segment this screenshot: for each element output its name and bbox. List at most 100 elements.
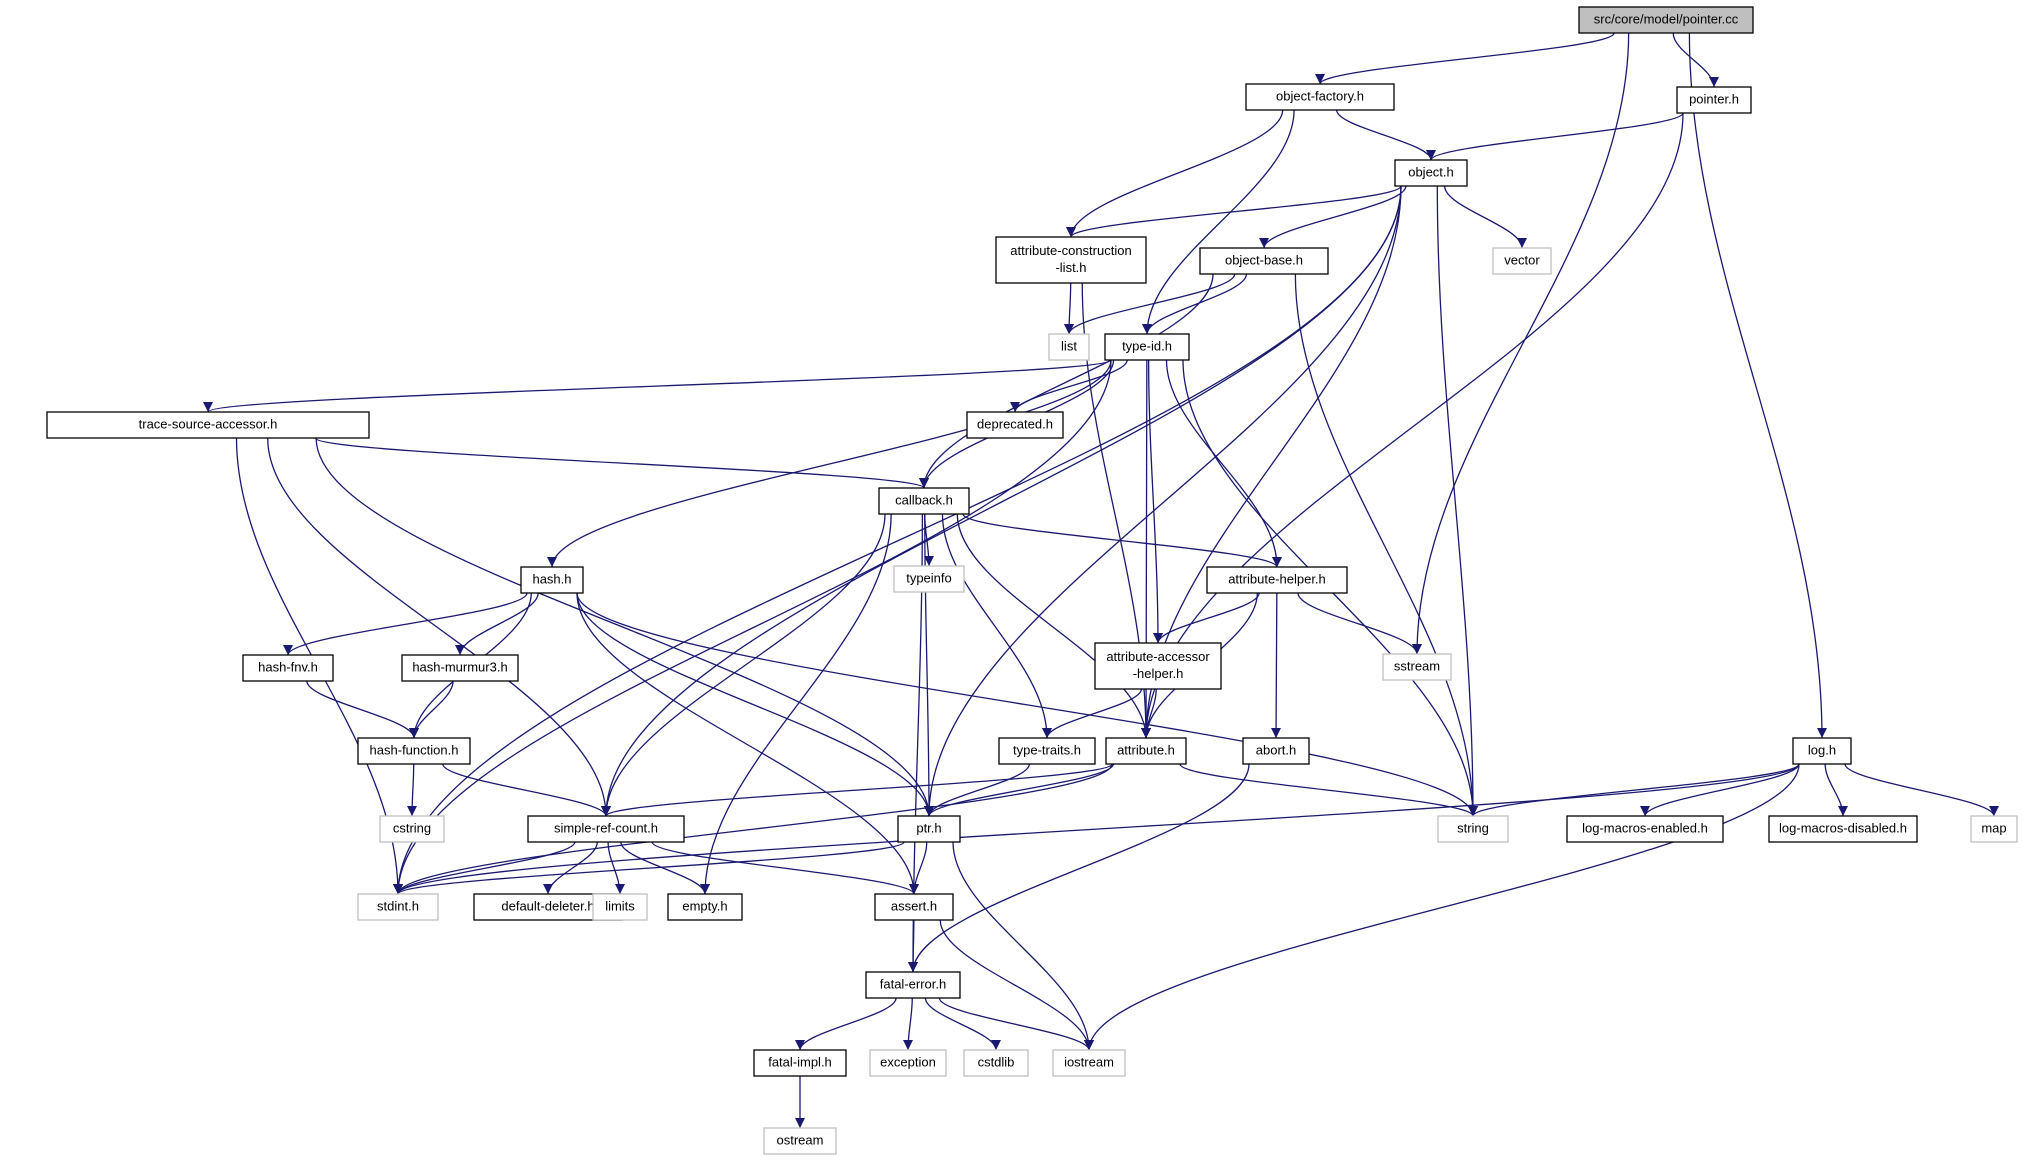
edge-type-id-to-attr-helper	[1165, 359, 1282, 568]
edge-hash-h-to-hash-fnv	[283, 592, 528, 656]
edge-log-h-to-log-en	[1640, 763, 1800, 817]
node-hash-murmur[interactable]: hash-murmur3.h	[401, 654, 519, 682]
node-box	[1206, 566, 1348, 594]
node-ptr-h[interactable]: ptr.h	[897, 815, 961, 843]
node-label: object.h	[1408, 164, 1454, 179]
node-box	[869, 1049, 947, 1077]
edges	[203, 32, 1999, 1128]
node-box	[1052, 1049, 1126, 1077]
node-empty-h[interactable]: empty.h	[667, 893, 743, 921]
node-vector: vector	[1492, 247, 1552, 275]
edge-callback-to-type-traits	[941, 513, 1052, 739]
node-hash-h[interactable]: hash.h	[520, 566, 584, 594]
edge-simple-ref-to-assert-h	[651, 841, 919, 895]
node-box	[1437, 815, 1509, 843]
edge-hash-h-to-ptr-h	[576, 592, 934, 817]
edge-attribute-h-to-ptr-h	[924, 763, 1115, 817]
edge-type-traits-to-ptr-h	[924, 763, 1030, 817]
node-type-traits[interactable]: type-traits.h	[998, 737, 1096, 765]
node-box	[401, 654, 519, 682]
node-box	[865, 971, 961, 999]
edge-pointer-cc-to-log-h	[1688, 32, 1827, 739]
node-box	[1105, 737, 1187, 765]
node-label: deprecated.h	[977, 416, 1053, 431]
node-deprecated[interactable]: deprecated.h	[966, 411, 1064, 439]
node-typeinfo: typeinfo	[893, 565, 965, 593]
edge-hash-h-to-assert-h	[576, 592, 919, 895]
node-pointer-cc[interactable]: src/core/model/pointer.cc	[1578, 6, 1754, 34]
node-box	[1394, 159, 1468, 187]
edge-attr-helper-to-attr-acc	[1153, 592, 1260, 644]
node-hash-func[interactable]: hash-function.h	[357, 737, 471, 765]
edge-attr-acc-to-type-traits	[1042, 688, 1142, 739]
node-box	[963, 1049, 1029, 1077]
node-attr-constr[interactable]: attribute-construction-list.h	[995, 236, 1147, 284]
edge-pointer-cc-to-pointer-h	[1672, 32, 1719, 88]
node-box	[1199, 247, 1329, 275]
node-label: fatal-error.h	[880, 976, 946, 991]
edge-object-base-to-callback	[919, 273, 1214, 489]
edge-object-factory-to-attr-constr	[1066, 109, 1284, 238]
edge-simple-ref-to-limits	[607, 841, 625, 895]
node-ostream: ostream	[763, 1127, 837, 1155]
node-callback[interactable]: callback.h	[878, 487, 970, 515]
edge-trace-src-to-ptr-h	[315, 437, 934, 817]
node-attr-acc[interactable]: attribute-accessor-helper.h	[1094, 642, 1222, 690]
edge-ptr-h-to-stdint	[393, 841, 905, 895]
node-label: log.h	[1808, 742, 1836, 757]
edge-hash-fnv-to-hash-func	[306, 680, 419, 739]
node-map: map	[1970, 815, 2018, 843]
node-assert-h[interactable]: assert.h	[874, 893, 954, 921]
edge-hash-murmur-to-hash-func	[409, 680, 454, 739]
node-object-factory[interactable]: object-factory.h	[1245, 83, 1395, 111]
node-abort-h[interactable]: abort.h	[1242, 737, 1310, 765]
node-label: abort.h	[1256, 742, 1296, 757]
edge-object-base-to-type-id	[1142, 273, 1248, 335]
node-object-h[interactable]: object.h	[1394, 159, 1468, 187]
edge-simple-ref-to-stdint	[393, 841, 576, 895]
node-label: cstdlib	[978, 1054, 1015, 1069]
node-object-base[interactable]: object-base.h	[1199, 247, 1329, 275]
edge-object-h-to-string	[1436, 185, 1478, 817]
node-label: fatal-impl.h	[768, 1054, 832, 1069]
edge-fatal-err-to-iostream	[938, 997, 1094, 1051]
node-box	[1242, 737, 1310, 765]
node-pointer-h[interactable]: pointer.h	[1676, 86, 1752, 114]
node-label: attribute-construction	[1010, 243, 1131, 258]
node-label: string	[1457, 820, 1489, 835]
node-label: list	[1061, 338, 1077, 353]
node-log-h[interactable]: log.h	[1792, 737, 1852, 765]
node-cstdlib: cstdlib	[963, 1049, 1029, 1077]
edge-object-h-to-ptr-h	[924, 185, 1402, 817]
edge-object-factory-to-object-h	[1336, 109, 1436, 161]
edge-callback-to-simple-ref	[601, 513, 886, 817]
node-list: list	[1048, 333, 1090, 361]
node-label: object-factory.h	[1276, 88, 1364, 103]
edge-attr-constr-to-list	[1064, 282, 1075, 335]
node-label: log-macros-disabled.h	[1779, 820, 1907, 835]
node-box	[893, 565, 965, 593]
node-label: exception	[880, 1054, 936, 1069]
node-label: map	[1981, 820, 2006, 835]
node-log-en[interactable]: log-macros-enabled.h	[1566, 815, 1724, 843]
node-label: simple-ref-count.h	[554, 820, 658, 835]
node-label: ostream	[777, 1132, 824, 1147]
edge-attribute-h-to-simple-ref	[601, 763, 1113, 817]
node-attribute-h[interactable]: attribute.h	[1105, 737, 1187, 765]
node-hash-fnv[interactable]: hash-fnv.h	[242, 654, 334, 682]
node-log-dis[interactable]: log-macros-disabled.h	[1768, 815, 1918, 843]
node-fatal-err[interactable]: fatal-error.h	[865, 971, 961, 999]
node-box	[1245, 83, 1395, 111]
edge-pointer-cc-to-sstream	[1412, 32, 1630, 655]
node-fatal-impl[interactable]: fatal-impl.h	[753, 1049, 847, 1077]
node-type-id[interactable]: type-id.h	[1104, 333, 1190, 361]
node-trace-src[interactable]: trace-source-accessor.h	[46, 411, 370, 439]
edge-ptr-h-to-assert-h	[909, 841, 928, 895]
nodes: src/core/model/pointer.cc object-factory.…	[46, 6, 2018, 1155]
edge-trace-src-to-callback	[314, 437, 929, 489]
node-box	[1578, 6, 1754, 34]
edge-attribute-h-to-string	[1179, 763, 1478, 817]
node-attr-helper[interactable]: attribute-helper.h	[1206, 566, 1348, 594]
edge-hash-func-to-simple-ref	[442, 763, 611, 817]
node-simple-ref[interactable]: simple-ref-count.h	[527, 815, 685, 843]
